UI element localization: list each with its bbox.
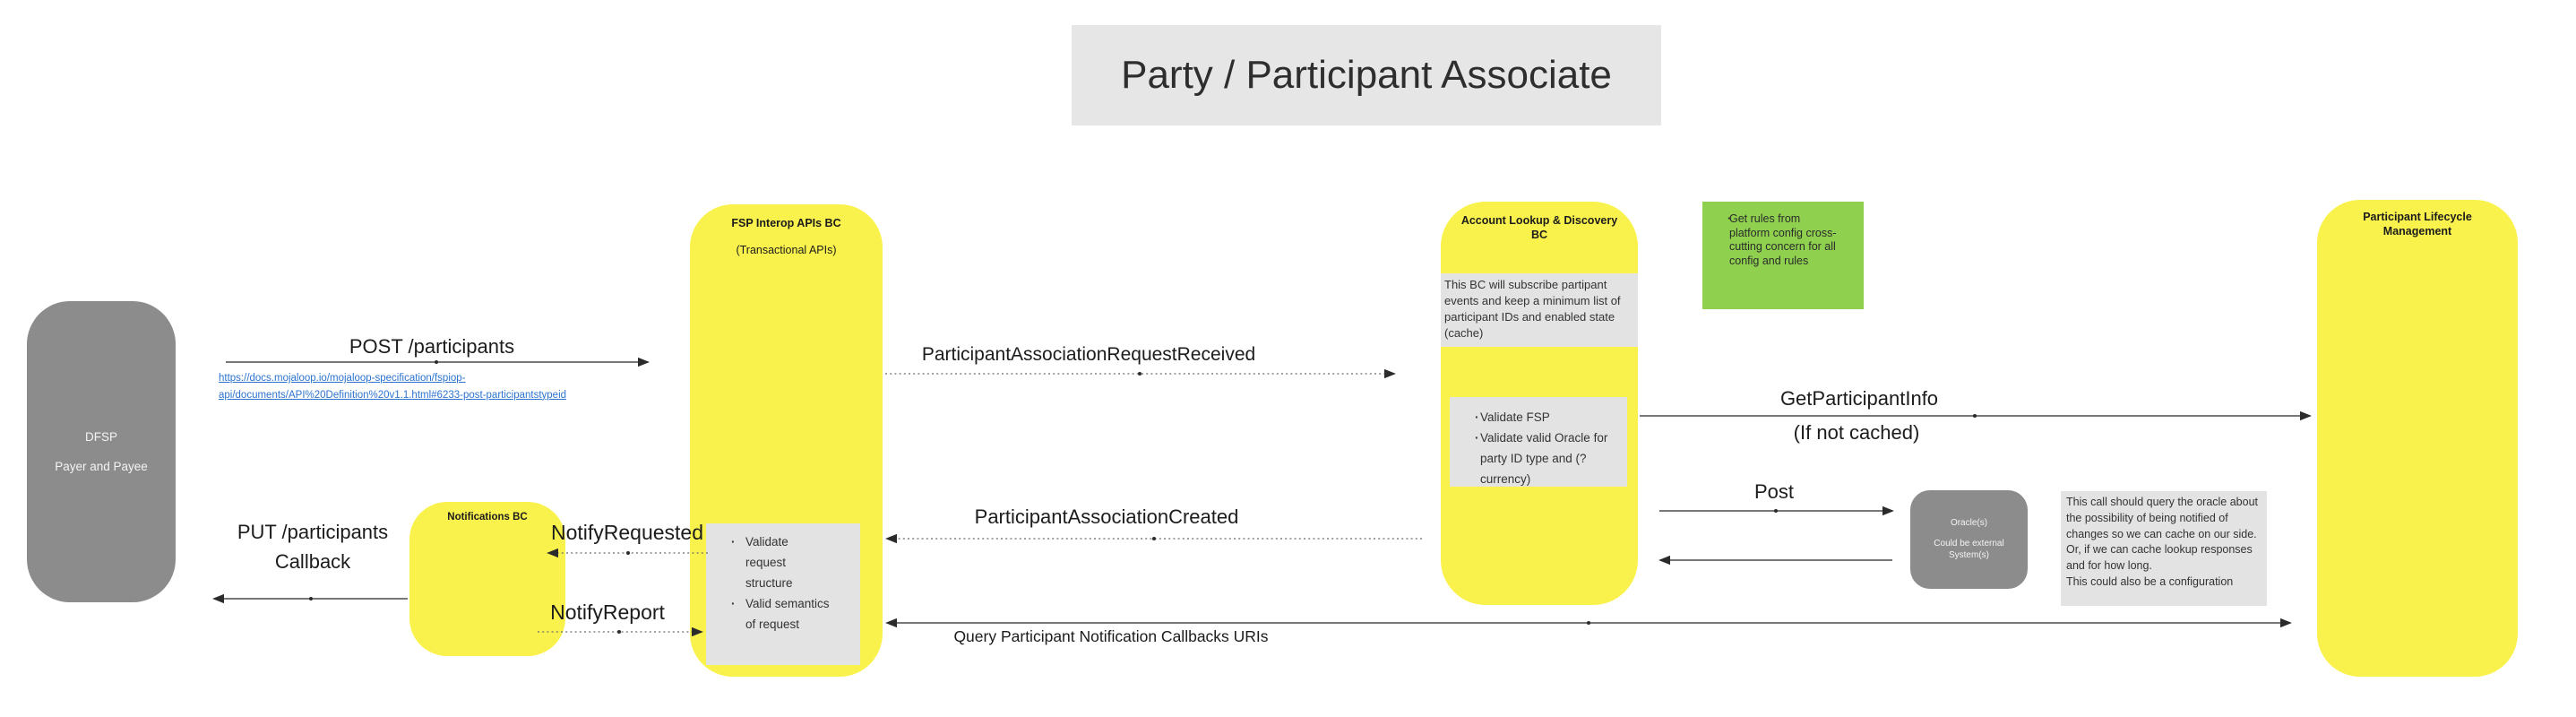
message-query-callbacks: Query Participant Notification Callbacks…	[953, 627, 1269, 645]
actor-fsp-interop-bc: FSP Interop APIs BC (Transactional APIs)…	[690, 204, 883, 677]
actor-participant-lifecycle: Participant Lifecycle Management	[2317, 200, 2518, 677]
diagram-title-banner: Party / Participant Associate	[1072, 25, 1661, 125]
message-association-created: ParticipantAssociationCreated	[974, 505, 1239, 528]
message-request-received: ParticipantAssociationRequestReceived	[921, 344, 1256, 365]
actor-account-lookup-bc: Account Lookup & Discovery BC This BC wi…	[1441, 202, 1638, 605]
note-platform-rules: Get rules from platform config cross-cut…	[1702, 202, 1864, 309]
message-post-to-oracle: Post	[1753, 480, 1795, 503]
note-bullet: Validate valid Oracle for party ID type …	[1450, 428, 1616, 490]
note-account-subscribe: This BC will subscribe partipant events …	[1441, 273, 1638, 347]
actor-fsp-interop-subtitle: (Transactional APIs)	[736, 243, 837, 256]
message-notify-report: NotifyReport	[550, 600, 665, 624]
actor-oracle: Oracle(s) Could be external System(s)	[1910, 490, 2028, 589]
actor-account-lookup-name: Account Lookup & Discovery BC	[1460, 214, 1618, 241]
note-account-validation: Validate FSP Validate valid Oracle for p…	[1450, 397, 1627, 487]
note-bullet: Validate FSP	[1450, 408, 1616, 428]
message-put-participants-callback: PUT /participants Callback	[237, 521, 389, 573]
note-bullet: Get rules from platform config cross-cut…	[1702, 212, 1839, 269]
actor-dfsp-name: DFSP	[84, 430, 117, 444]
spec-link[interactable]: https://docs.mojaloop.io/mojaloop-specif…	[219, 373, 567, 401]
message-post-participants: POST /participants	[349, 335, 515, 358]
actor-oracle-subtitle: Could be external System(s)	[1934, 538, 2004, 561]
note-bullet: Validate request structure	[706, 532, 831, 594]
message-get-participant-info: GetParticipantInfo	[1779, 387, 1939, 410]
actor-participant-lifecycle-name: Participant Lifecycle Management	[2363, 211, 2472, 238]
actor-dfsp-subtitle: Payer and Payee	[55, 460, 148, 473]
actor-oracle-name: Oracle(s)	[1950, 518, 1988, 529]
note-oracle-caching: This call should query the oracle about …	[2061, 491, 2267, 606]
note-bullet: Valid semantics of request	[706, 594, 831, 635]
actor-notifications-bc: Notifications BC	[409, 502, 565, 656]
actor-notifications-name: Notifications BC	[447, 512, 528, 523]
note-fsp-validation: Validate request structure Valid semanti…	[706, 523, 860, 665]
message-notify-requested: NotifyRequested	[550, 521, 704, 544]
page-title: Party / Participant Associate	[1121, 53, 1612, 97]
message-if-not-cached: (If not cached)	[1793, 421, 1920, 444]
actor-fsp-interop-name: FSP Interop APIs BC	[731, 217, 841, 229]
actor-dfsp: DFSP Payer and Payee	[27, 301, 176, 602]
